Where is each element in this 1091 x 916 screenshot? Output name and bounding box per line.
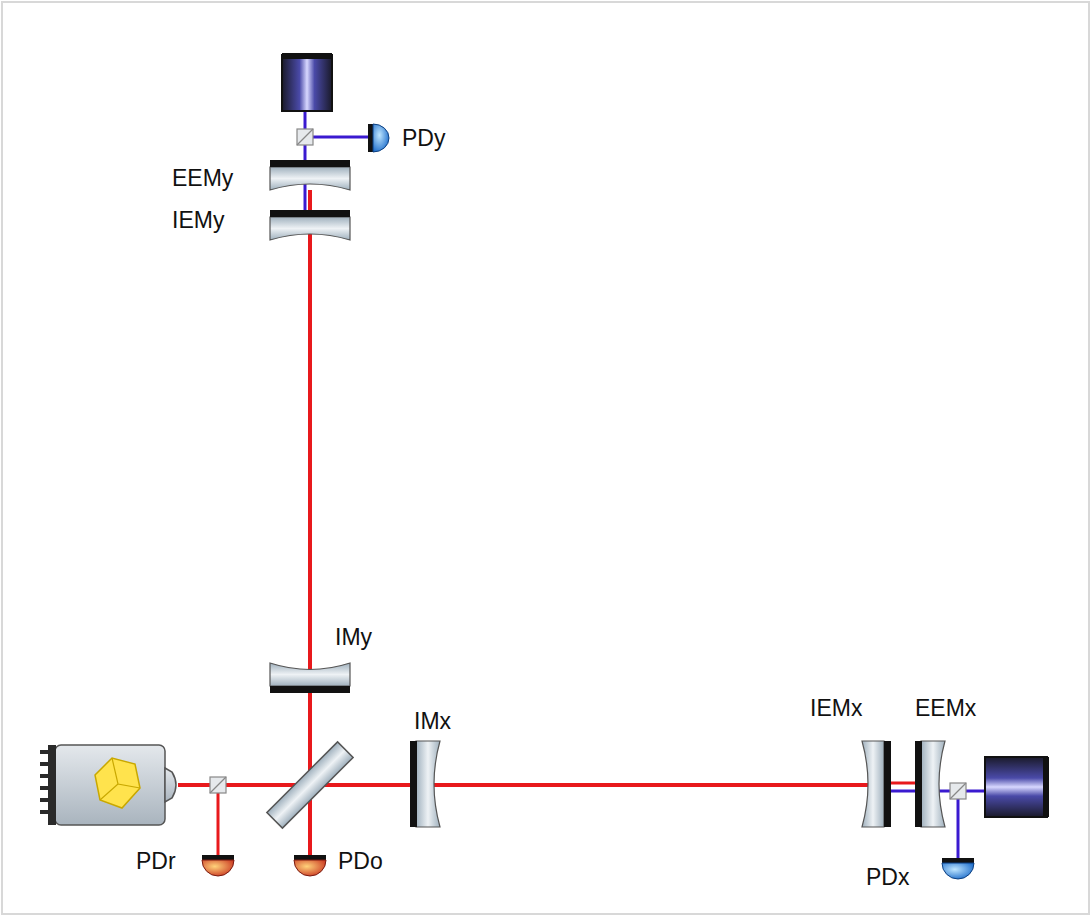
laser-beams: [178, 108, 990, 858]
part-label: EEMx: [915, 697, 976, 720]
part-label: IEMx: [810, 697, 862, 720]
main-beam-splitter: [267, 742, 353, 828]
part-label: PDx: [866, 866, 909, 889]
part-label: PDr: [136, 850, 176, 873]
blue-lasers: [282, 53, 1049, 817]
part-label: PDy: [402, 127, 445, 150]
cube-splitters: [210, 129, 966, 799]
part-label: PDo: [338, 850, 383, 873]
photodiodes: [202, 124, 974, 879]
part-label: IMx: [414, 710, 451, 733]
part-label: IMy: [335, 626, 372, 649]
mirrors: [270, 160, 945, 827]
part-label: EEMy: [172, 167, 233, 190]
main-laser: [40, 745, 176, 825]
part-label: IEMy: [172, 209, 224, 232]
